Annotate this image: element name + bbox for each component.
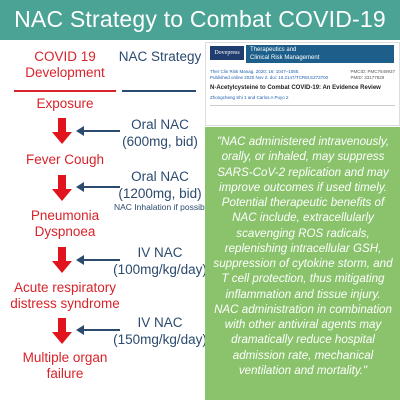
journal-name-line2: Clinical Risk Management: [250, 55, 320, 61]
column-heading-strategy: NAC Strategy: [118, 49, 202, 64]
treatment-dose: (100mg/kg/day): [113, 262, 207, 277]
divider: [210, 105, 395, 106]
journal-banner: Therapeutics and Clinical Risk Managemen…: [246, 45, 394, 63]
down-arrow-icon: [52, 318, 72, 344]
stage-exposure: Exposure: [36, 96, 94, 111]
column-underline-development: [14, 90, 116, 92]
paper-screenshot: Dovepress Therapeutics and Clinical Risk…: [205, 42, 400, 126]
stage-pneumonia: Pneumonia Dyspnoea: [30, 208, 100, 239]
stage-ards: Acute respiratory distress syndrome: [10, 280, 120, 311]
header-banner: NAC Strategy to Combat COVID-19: [0, 0, 400, 40]
treatment-4: IV NAC (150mg/kg/day): [112, 314, 208, 348]
treatment-dose: (600mg, bid): [122, 134, 198, 149]
quote-text: "NAC administered intravenously, orally,…: [213, 135, 393, 377]
pointer-arrow-icon: [76, 325, 120, 335]
pointer-arrow-icon: [76, 182, 120, 192]
paper-ids: PMCID: PMC7649937 PMID: 33177829: [350, 69, 395, 81]
stage-multiple-organ-failure: Multiple organ failure: [22, 350, 108, 381]
down-arrow-icon: [52, 118, 72, 144]
down-arrow-icon: [52, 175, 72, 201]
pointer-arrow-icon: [76, 126, 120, 136]
down-arrow-icon: [52, 247, 72, 273]
citation-text: Ther Clin Risk Manag. 2020; 16: 1047–105…: [210, 69, 300, 74]
journal-logo: Dovepress: [210, 46, 244, 60]
pmcid-text: PMCID: PMC7649937: [350, 69, 395, 74]
paper-citation: Ther Clin Risk Manag. 2020; 16: 1047–105…: [210, 69, 395, 81]
treatment-name: Oral NAC: [131, 117, 189, 132]
stage-fever-cough: Fever Cough: [25, 152, 105, 167]
treatment-note: NAC Inhalation if possible: [114, 202, 212, 212]
pmid-text: PMID: 33177829: [350, 75, 385, 80]
treatment-name: Oral NAC: [131, 169, 189, 184]
treatment-name: IV NAC: [137, 315, 183, 330]
published-text: Published online 2020 Nov 2. doi: 10.214…: [210, 75, 329, 80]
paper-title: N-Acetylcysteine to Combat COVID-19: An …: [210, 85, 381, 91]
treatment-2: Oral NAC (1200mg, bid) NAC Inhalation if…: [114, 168, 212, 213]
quote-box: "NAC administered intravenously, orally,…: [205, 127, 400, 400]
column-heading-development: COVID 19 Development: [25, 49, 105, 80]
treatment-name: IV NAC: [137, 245, 183, 260]
treatment-dose: (1200mg, bid): [118, 186, 202, 201]
paper-authors: Zhongcheng Shi 1 and Carlos A Puyo 2: [210, 95, 289, 100]
page-title: NAC Strategy to Combat COVID-19: [14, 6, 386, 32]
pointer-arrow-icon: [76, 255, 120, 265]
column-underline-strategy: [122, 90, 196, 92]
treatment-1: Oral NAC (600mg, bid): [116, 116, 204, 150]
treatment-3: IV NAC (100mg/kg/day): [112, 244, 208, 278]
treatment-dose: (150mg/kg/day): [113, 332, 207, 347]
journal-name-line1: Therapeutics and: [250, 47, 297, 53]
